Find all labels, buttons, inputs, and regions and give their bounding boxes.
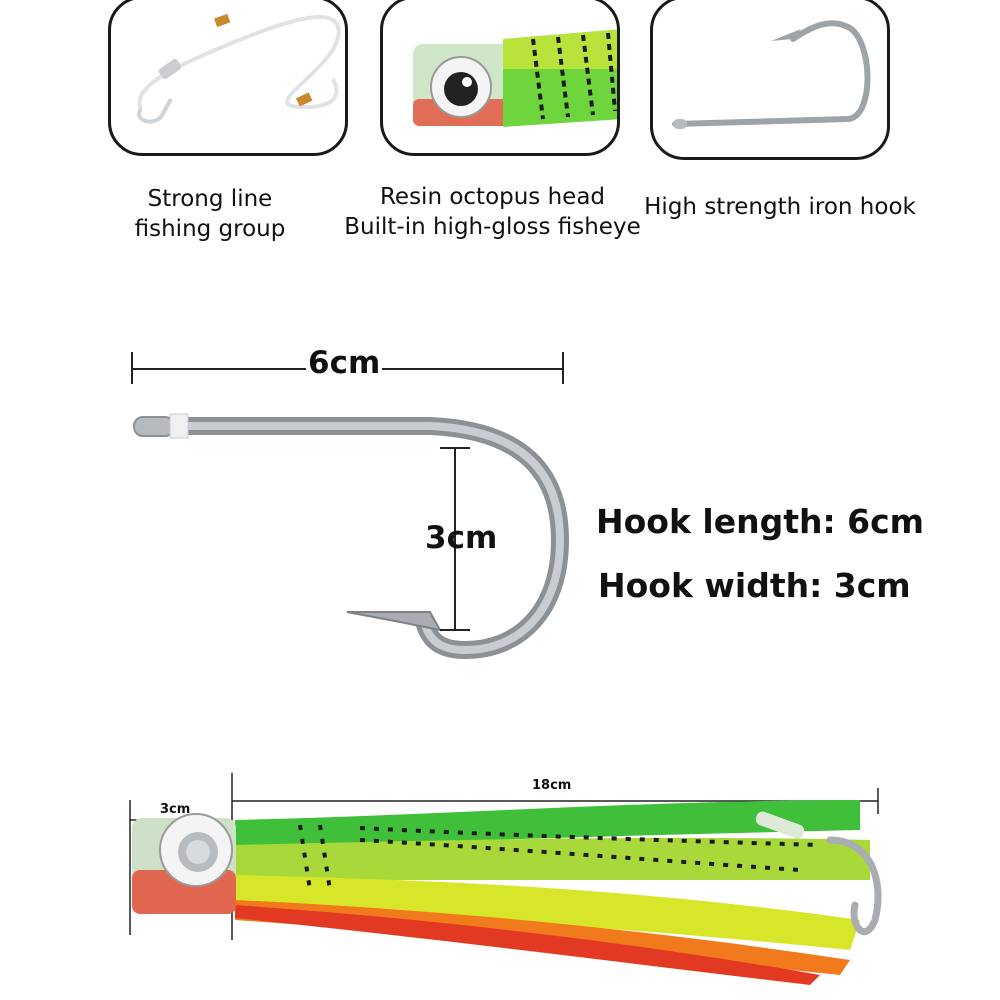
hook-width-dimension-line (440, 447, 470, 631)
lure-head-label: 3cm (160, 802, 191, 817)
fishing-line-image (137, 13, 341, 124)
hook-photo-panel (650, 0, 890, 160)
caption-head-2: Built-in high-gloss fisheye (344, 214, 641, 240)
hook-caption: High strength iron hook (632, 192, 928, 222)
octopus-lure (132, 800, 882, 985)
line-caption: Strong line fishing group (110, 184, 310, 244)
iron-hook-image (672, 20, 871, 129)
head-caption: Resin octopus head Built-in high-gloss f… (335, 182, 650, 242)
line-photo-panel (108, 0, 348, 156)
hook-width-spec: Hook width: 3cm (598, 566, 911, 605)
resin-head-image (413, 29, 617, 127)
caption-line-2: fishing group (134, 216, 286, 242)
lure-length-label: 18cm (532, 778, 572, 793)
hook-length-spec: Hook length: 6cm (596, 502, 925, 541)
caption-head-1: Resin octopus head (379, 184, 606, 210)
lure-head-photo-panel (380, 0, 620, 156)
large-hook (133, 413, 570, 660)
caption-hook-1: High strength iron hook (644, 194, 916, 220)
caption-line-1: Strong line (147, 186, 273, 212)
hook-width-label: 3cm (425, 520, 498, 556)
hook-length-label: 6cm (306, 345, 383, 381)
